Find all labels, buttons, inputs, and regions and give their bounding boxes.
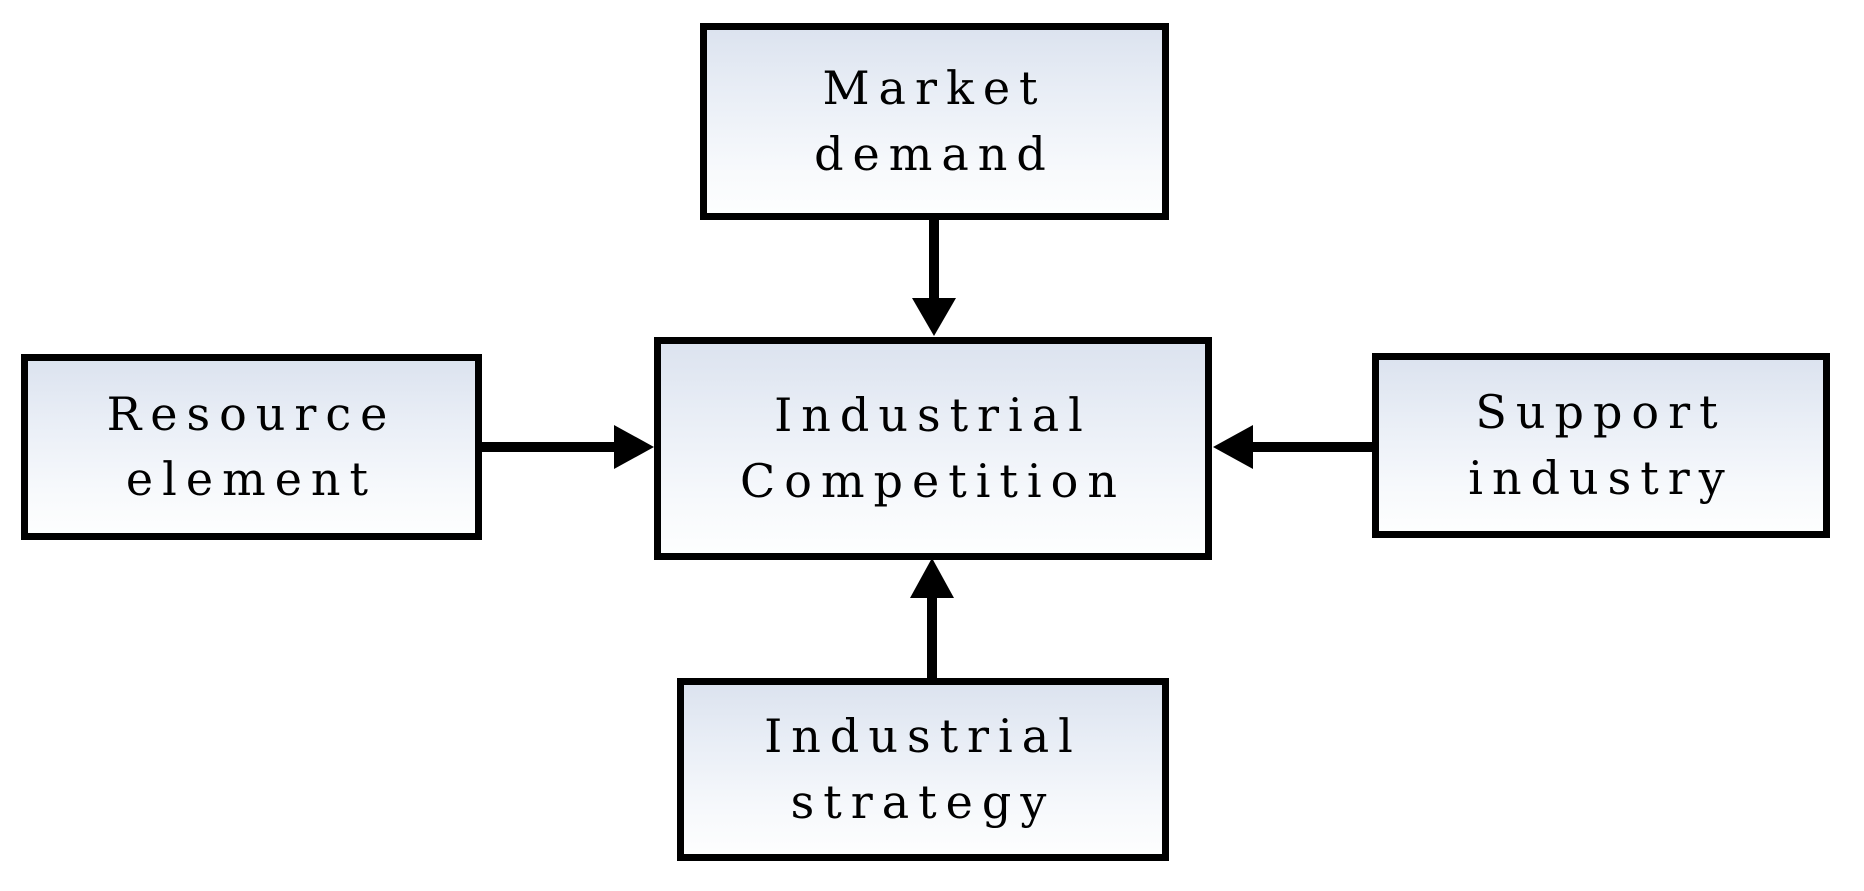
arrow-industrial-strategy-to-competition [910,558,954,680]
node-resource-element: Resource element [21,354,482,540]
node-support-industry-label: Support industry [1468,385,1734,505]
node-support-industry: Support industry [1372,353,1830,538]
node-industrial-competition-label: Industrial Competition [740,388,1126,508]
node-market-demand-label: Market demand [814,61,1055,181]
node-industrial-strategy-label: Industrial strategy [764,709,1082,829]
arrow-resource-element-to-competition [478,425,654,469]
node-resource-element-label: Resource element [106,386,397,506]
arrow-support-industry-to-competition [1213,425,1376,469]
arrow-market-demand-to-competition [912,218,956,336]
node-industrial-competition: Industrial Competition [654,337,1212,560]
node-market-demand: Market demand [700,23,1169,220]
node-industrial-strategy: Industrial strategy [677,678,1169,861]
